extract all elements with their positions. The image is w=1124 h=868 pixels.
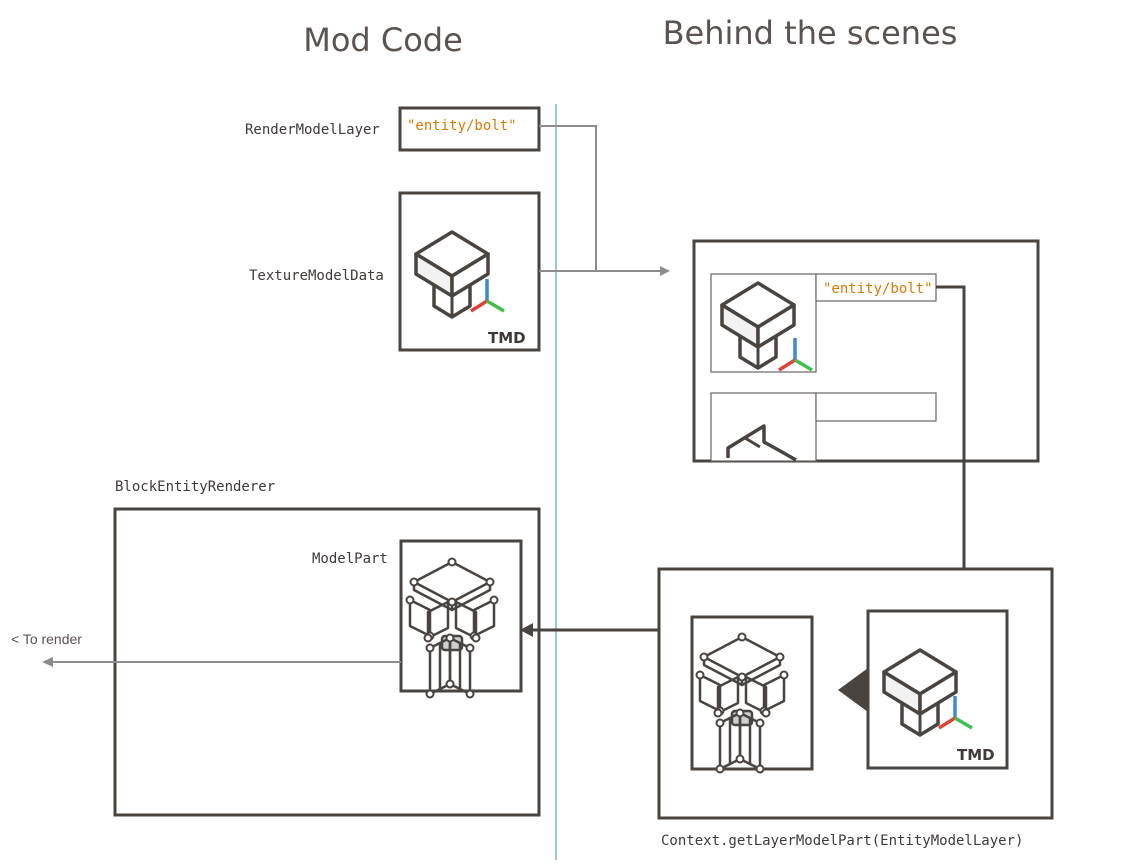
render-model-layer-label: RenderModelLayer (245, 122, 380, 138)
context-call-label: Context.getLayerModelPart(EntityModelLay… (661, 833, 1023, 849)
model-part-label: ModelPart (312, 551, 388, 567)
registry-cube-partial-icon (726, 424, 797, 462)
registry-entry-key-box-2 (815, 392, 937, 422)
layer-registry-panel (692, 239, 1040, 463)
context-model-part-box (690, 615, 814, 771)
return-arrowhead (520, 623, 533, 637)
texture-model-data-label: TextureModelData (249, 268, 384, 284)
render-output-arrowhead (42, 657, 53, 667)
mod-code-heading: Mod Code (303, 21, 463, 59)
render-model-layer-box (398, 106, 541, 152)
tmd-badge-context: TMD (957, 746, 995, 764)
behind-the-scenes-heading: Behind the scenes (663, 14, 958, 52)
layer-string-source: "entity/bolt" (407, 118, 517, 134)
bake-arrow-icon (838, 668, 868, 712)
merge-arrowhead (660, 266, 670, 276)
lookup-connector (936, 285, 966, 600)
merge-connector (539, 125, 664, 272)
to-render-label: < To render (11, 631, 82, 647)
block-entity-renderer-label: BlockEntityRenderer (115, 479, 275, 495)
tmd-badge-source: TMD (488, 329, 526, 347)
layer-string-registry: "entity/bolt" (823, 281, 933, 297)
